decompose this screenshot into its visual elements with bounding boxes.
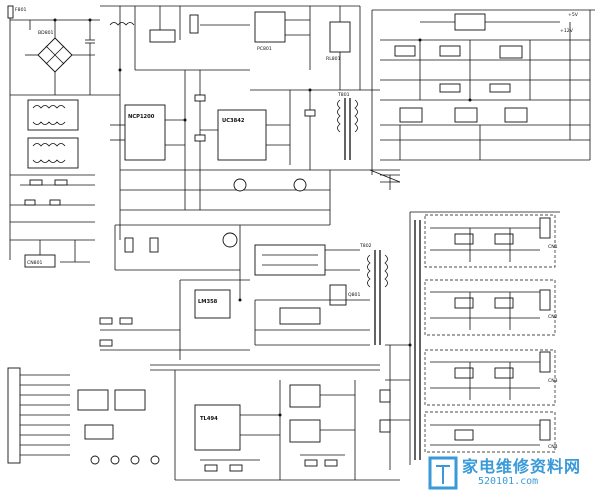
ic-main-controller <box>124 104 166 161</box>
connector-cn2 <box>539 289 551 311</box>
emi-filter-block-2 <box>27 137 79 169</box>
cn801-label: CN801 <box>27 260 42 266</box>
cn1-label: CN1 <box>548 244 558 250</box>
ic-driver <box>254 244 326 276</box>
ic-pfc-label: UC3842 <box>222 118 245 124</box>
watermark-logo-icon <box>428 456 458 490</box>
opto-label: PC801 <box>257 46 272 52</box>
ic-pwm-secondary <box>194 404 241 451</box>
ic-c2-label: TL494 <box>200 416 218 422</box>
watermark-url: 520101.com <box>478 476 539 487</box>
mains-input-section: F801 BD801 CN801 <box>7 5 120 268</box>
driver-stage-section: Q801 T802 LM358 <box>99 224 388 366</box>
connector-cn4 <box>539 419 551 441</box>
ic-pfc-controller <box>217 109 267 161</box>
ic-comparator <box>194 289 231 319</box>
emi-filter-block <box>27 99 79 131</box>
ic-main-label: NCP1200 <box>128 114 155 120</box>
output-channels-section: CN1 CN2 CN3 CN4 <box>379 211 560 470</box>
relay-label: RL801 <box>326 56 341 62</box>
fuse-label: F801 <box>15 7 26 13</box>
out-label-1: +5V <box>568 12 579 18</box>
bridge-label: BD801 <box>38 30 54 36</box>
cn3-label: CN3 <box>548 378 558 384</box>
pwm-controller-section: PC801 RL801 NCP1200 UC3842 <box>100 5 401 240</box>
out-label-2: +12V <box>560 28 574 34</box>
secondary-output-section: +5V +12V <box>371 9 595 190</box>
connector-logic-pins <box>7 367 21 464</box>
transistor-q1 <box>222 232 238 248</box>
junction-dots <box>53 18 472 417</box>
connector-cn1 <box>539 217 551 239</box>
watermark-text: 家电维修资料网 <box>462 457 582 476</box>
connector-cn801 <box>24 254 56 268</box>
relay <box>329 21 351 53</box>
fuse-symbol <box>7 5 14 19</box>
ic-c1-label: LM358 <box>198 299 218 305</box>
opto-coupler <box>254 11 286 43</box>
fet-label: Q801 <box>348 292 360 298</box>
standby-logic-section: TL494 <box>7 367 400 481</box>
mosfet-q801 <box>329 284 347 306</box>
t802-label: T802 <box>359 243 372 249</box>
t801-label: T801 <box>337 92 350 98</box>
connector-cn3 <box>539 351 551 373</box>
cn4-label: CN4 <box>548 444 558 450</box>
cn2-label: CN2 <box>548 314 558 320</box>
